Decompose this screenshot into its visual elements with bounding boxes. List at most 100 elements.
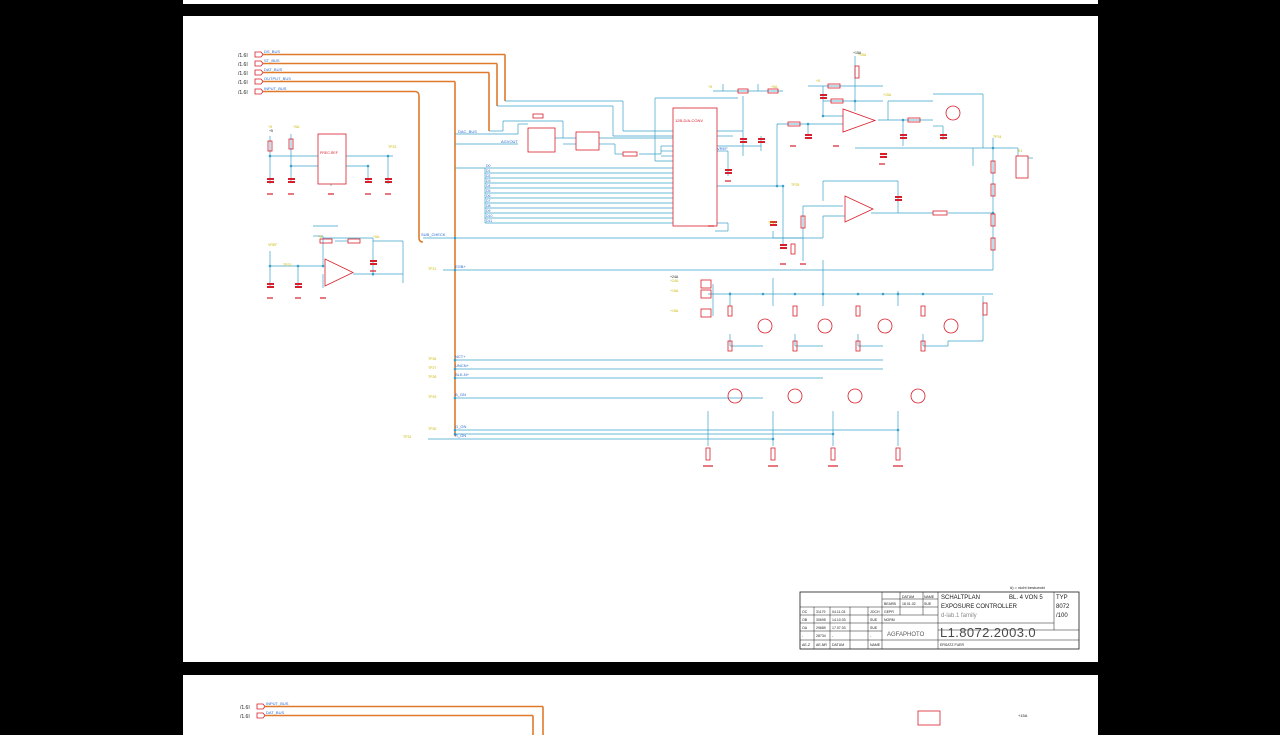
- next-schematic-page: /1.6I INPUT_BUS /1.6I DAT_BUS +15A: [183, 675, 1098, 735]
- svg-text:NORM: NORM: [884, 618, 895, 622]
- svg-text:18.01.02: 18.01.02: [902, 602, 916, 606]
- svg-text:/1.6I: /1.6I: [238, 71, 248, 77]
- svg-text:+15A: +15A: [858, 53, 867, 57]
- svg-text:TP25: TP25: [791, 183, 799, 187]
- svg-text:TP21: TP21: [428, 267, 436, 271]
- svg-text:/1.6I: /1.6I: [238, 90, 248, 96]
- wires: [269, 56, 1033, 446]
- svg-text:17.07.03: 17.07.03: [832, 626, 846, 630]
- svg-text:/1.6I: /1.6I: [238, 62, 248, 68]
- bus-connector: /1.6I OUTPUT_BUS: [238, 76, 455, 86]
- svg-text:DAT_BUS: DAT_BUS: [266, 710, 284, 715]
- svg-text:D1: D1: [486, 169, 491, 173]
- bus-connector: /1.6I DAT_BUS: [238, 67, 489, 77]
- svg-text:OB: OB: [802, 618, 808, 622]
- svg-text:D11: D11: [486, 219, 492, 223]
- svg-text:GEPR: GEPR: [884, 610, 894, 614]
- svg-text:TP27: TP27: [768, 221, 776, 225]
- parts: [267, 65, 1029, 461]
- svg-text:+15A: +15A: [670, 309, 679, 313]
- capacitors: [267, 94, 947, 288]
- svg-text:+15A: +15A: [883, 93, 892, 97]
- svg-text:NAME: NAME: [870, 643, 881, 647]
- svg-text:+5A: +5A: [293, 125, 300, 129]
- svg-text:/1.6I: /1.6I: [240, 714, 250, 720]
- svg-text:28734: 28734: [816, 634, 826, 638]
- svg-text:/1.6I: /1.6I: [238, 53, 248, 59]
- svg-text:DATUM: DATUM: [902, 595, 914, 599]
- svg-text:30695: 30695: [816, 618, 826, 622]
- supply-labels: +5 +15A +24A: [269, 51, 862, 279]
- svg-text:AE-Z: AE-Z: [802, 643, 811, 647]
- svg-text:INPUT_BUS: INPUT_BUS: [266, 701, 289, 706]
- reference-label: PREC-REF: [320, 151, 338, 155]
- wire-junctions: [268, 99, 995, 441]
- svg-text:+15A: +15A: [853, 51, 862, 55]
- svg-text:04.11.03: 04.11.03: [832, 610, 845, 614]
- svg-text:TP27: TP27: [428, 366, 436, 370]
- svg-text:DATUM: DATUM: [832, 643, 844, 647]
- svg-text:VREF: VREF: [268, 243, 277, 247]
- svg-text:+24A: +24A: [670, 275, 679, 279]
- svg-text:-: -: [802, 634, 804, 638]
- svg-text:DAT_BUS: DAT_BUS: [264, 67, 282, 72]
- assembly-note: #) = nicht bestueckt: [1010, 585, 1046, 590]
- svg-text:D2: D2: [486, 174, 491, 178]
- svg-text:+5: +5: [318, 235, 322, 239]
- svg-text:ERSATZ FUER: ERSATZ FUER: [940, 643, 965, 647]
- svg-text:EGB+: EGB+: [455, 264, 466, 269]
- svg-text:+5: +5: [816, 79, 820, 83]
- schematic-drawing: /1.6I DS_BUS /1.6I ST_BUS /1.6I DAT_BUS …: [238, 49, 1080, 650]
- svg-text:TYP: TYP: [1056, 595, 1068, 601]
- title-block: DATUM NAME BEARB 18.01.02 SUE GEPR NORM …: [799, 591, 1080, 650]
- svg-text:NAME: NAME: [924, 595, 935, 599]
- svg-text:G_GN: G_GN: [455, 424, 466, 429]
- svg-text:TP28: TP28: [428, 375, 436, 379]
- svg-text:/100: /100: [1056, 613, 1068, 619]
- svg-text:SUE: SUE: [924, 602, 932, 606]
- next-schematic-drawing: /1.6I INPUT_BUS /1.6I DAT_BUS +15A: [240, 701, 1028, 735]
- bus-connector: /1.6I DS_BUS: [238, 49, 505, 59]
- svg-text:D6: D6: [486, 194, 491, 198]
- svg-text:TP24: TP24: [993, 135, 1001, 139]
- svg-text:VREF: VREF: [717, 146, 728, 151]
- svg-text:TP23: TP23: [388, 145, 396, 149]
- svg-text:D5: D5: [486, 189, 491, 193]
- reference-chip: [317, 133, 347, 185]
- svg-text:D0: D0: [486, 164, 491, 168]
- svg-text:+24A: +24A: [670, 279, 679, 283]
- svg-text:D4: D4: [486, 184, 491, 188]
- svg-text:B_GN: B_GN: [455, 392, 466, 397]
- svg-text:AGVOUT: AGVOUT: [501, 139, 518, 144]
- svg-text:D10: D10: [486, 214, 492, 218]
- bus-connector: /1.6I INPUT_BUS: [238, 86, 415, 96]
- svg-text:D7: D7: [486, 199, 491, 203]
- svg-text:TP22: TP22: [283, 263, 291, 267]
- svg-text:BLK-N+: BLK-N+: [455, 372, 470, 377]
- svg-text:29689: 29689: [816, 626, 826, 630]
- svg-text:/1.6I: /1.6I: [240, 705, 250, 711]
- svg-text:14.10.03: 14.10.03: [832, 618, 846, 622]
- svg-text:SUE: SUE: [870, 626, 878, 630]
- svg-text:TP29: TP29: [428, 395, 436, 399]
- svg-text:8072: 8072: [1056, 604, 1070, 610]
- svg-text:+5: +5: [708, 85, 712, 89]
- ground-symbols: [267, 145, 903, 467]
- svg-text:OA: OA: [802, 626, 808, 630]
- svg-text:DS_BUS: DS_BUS: [264, 49, 280, 54]
- svg-text:X1: X1: [1018, 149, 1022, 153]
- brand-logo: AGFAPHOTO: [887, 632, 925, 638]
- svg-text:R_GN: R_GN: [455, 433, 466, 438]
- svg-text:SUB_CHECK: SUB_CHECK: [421, 232, 446, 237]
- svg-text:+5: +5: [268, 125, 272, 129]
- svg-text:+15A: +15A: [670, 289, 679, 293]
- svg-text:/1.6I: /1.6I: [238, 80, 248, 86]
- svg-text:+5A: +5A: [771, 85, 778, 89]
- svg-text:AE-NR: AE-NR: [816, 643, 827, 647]
- svg-text:BEARB: BEARB: [884, 602, 897, 606]
- svg-text:D9: D9: [486, 209, 491, 213]
- subtitle-text: EXPOSURE CONTROLLER: [941, 604, 1018, 610]
- dac-chip: [672, 107, 718, 227]
- schematic-page: /1.6I DS_BUS /1.6I ST_BUS /1.6I DAT_BUS …: [183, 16, 1098, 662]
